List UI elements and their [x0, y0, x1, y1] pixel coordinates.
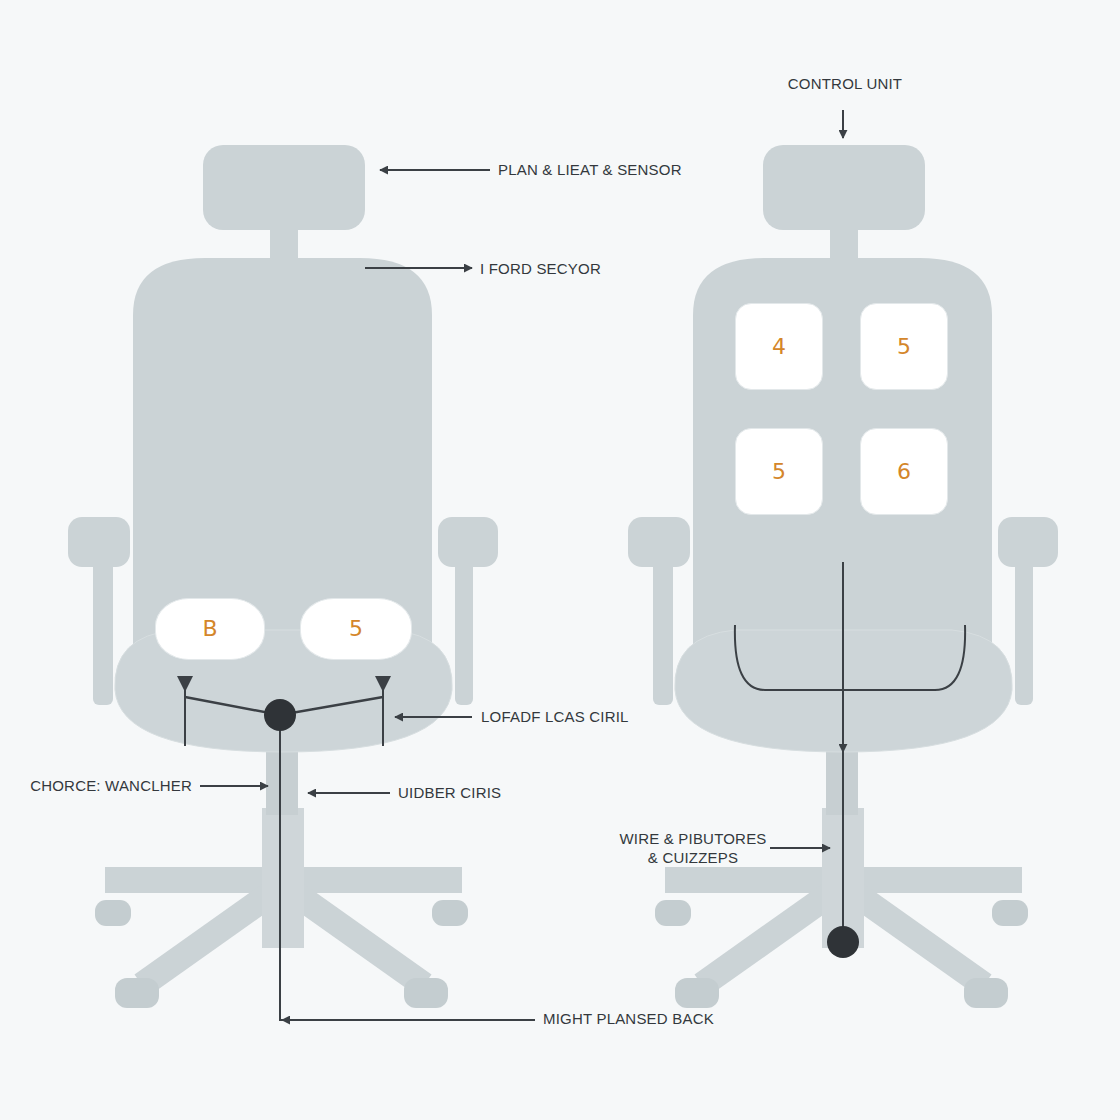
left-chair [68, 145, 498, 1008]
sensor-pad: 4 [735, 303, 823, 390]
leader-line [280, 715, 535, 1020]
leader-line [380, 169, 490, 171]
leader-line [395, 716, 472, 718]
callout-number: 5 [772, 461, 786, 483]
part-label: LOFADF LCAS CIRIL [481, 708, 629, 727]
leader-arrow [282, 1019, 300, 1021]
sensor-mark [375, 676, 391, 692]
sensor-mark [177, 676, 193, 692]
part-label: UIDBER CIRIS [398, 784, 501, 803]
callout-number: B [202, 618, 217, 640]
part-label: CONTROL UNIT [788, 75, 902, 94]
leader-line [200, 785, 268, 787]
sensor-pad: B [155, 598, 265, 660]
callout-number: 6 [897, 461, 911, 483]
leader-line [770, 847, 830, 849]
sensor-pad: 5 [735, 428, 823, 515]
leader-line [365, 267, 472, 269]
sensor-pad: 5 [300, 598, 412, 660]
callout-number: 5 [349, 618, 363, 640]
callout-number: 5 [897, 336, 911, 358]
wire-line [842, 562, 844, 752]
hub-dot [264, 699, 296, 731]
wire-line [842, 750, 844, 942]
part-label: WIRE & PIBUTORES & CUIZZEPS [613, 830, 773, 868]
hub-dot [827, 926, 859, 958]
leader-line [308, 792, 390, 794]
callout-number: 4 [772, 336, 786, 358]
seat-wire [735, 625, 965, 690]
part-label: PLAN & LIEAT & SENSOR [498, 161, 682, 180]
sensor-pad: 5 [860, 303, 948, 390]
part-label: CHORCE: WANCLHER [30, 777, 192, 796]
sensor-pad: 6 [860, 428, 948, 515]
leader-line [842, 110, 844, 138]
part-label: MIGHT PLANSED BACK [543, 1010, 714, 1029]
right-chair [628, 145, 1058, 1008]
part-label: I FORD SECYOR [480, 260, 601, 279]
